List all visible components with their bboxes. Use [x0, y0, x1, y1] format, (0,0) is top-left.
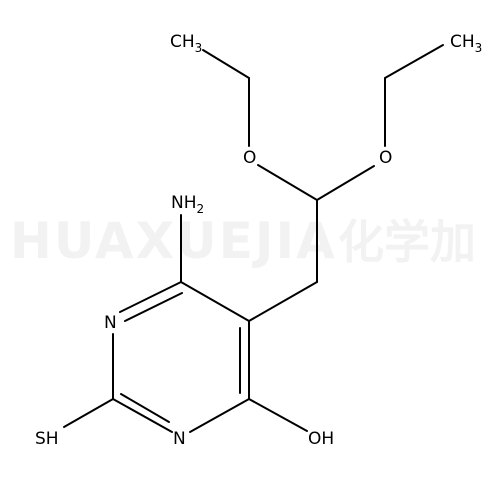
bond-n3-c4-outer	[119, 281, 182, 313]
atom-oh: OH	[308, 429, 334, 449]
bond-c6-n1	[189, 398, 250, 433]
bond-n1-c2-outer	[112, 398, 173, 433]
atom-n-upper: N	[104, 313, 117, 333]
bond-ch3-ch2-left	[202, 49, 250, 79]
bond-ch2-ch3-right	[384, 44, 444, 79]
bond-c2-sh	[63, 398, 114, 428]
atom-o-left: O	[243, 148, 256, 168]
watermark-cjk: 化学加	[338, 215, 476, 269]
atom-n-lower: N	[173, 429, 186, 449]
bond-linker-c5	[248, 281, 318, 322]
bond-n1-c2-inner	[120, 393, 170, 423]
atom-o-right: O	[379, 148, 392, 168]
bond-c4-c5	[180, 281, 250, 322]
bond-c6-oh	[248, 398, 308, 432]
bond-o-ch-left	[257, 164, 318, 201]
atom-ch3-right: CH3	[450, 32, 482, 55]
watermark-latin: HUAXUEJIA	[10, 212, 337, 270]
atom-sh: SH	[35, 429, 59, 449]
atom-nh2: NH2	[171, 193, 204, 216]
atom-ch3-left: CH3	[170, 32, 202, 55]
bond-n3-c4-inner	[124, 292, 183, 322]
bond-ch-o-right	[316, 165, 375, 201]
